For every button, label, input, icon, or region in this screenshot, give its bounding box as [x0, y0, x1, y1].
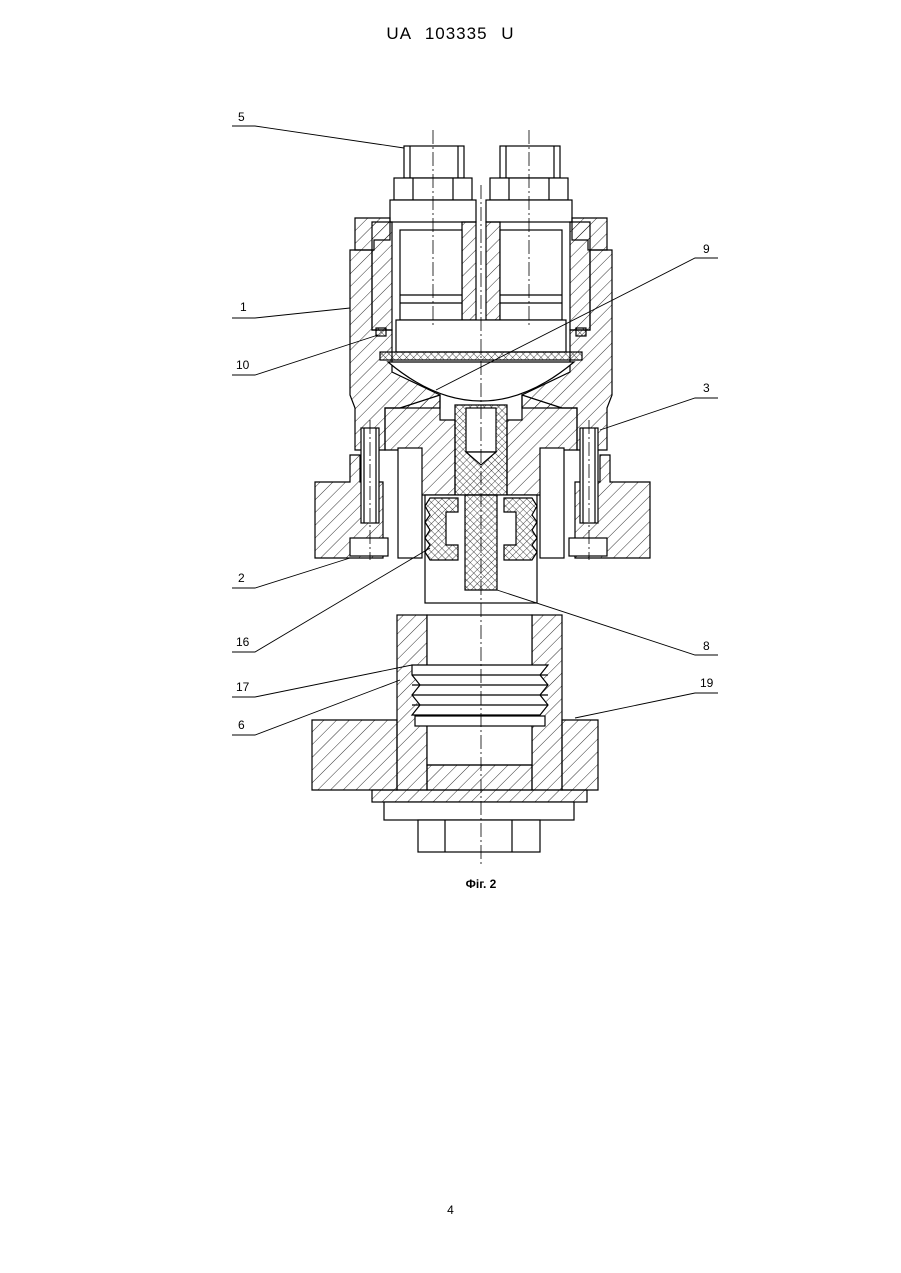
- label-16: 16: [236, 635, 250, 649]
- figure-caption: Фіг. 2: [466, 877, 497, 891]
- label-8: 8: [703, 639, 710, 653]
- label-9: 9: [703, 242, 710, 256]
- label-1: 1: [240, 300, 247, 314]
- sleeve-part-6: [397, 615, 562, 790]
- page-number: 4: [0, 1203, 901, 1217]
- label-17: 17: [236, 680, 250, 694]
- label-19: 19: [700, 676, 714, 690]
- label-6: 6: [238, 718, 245, 732]
- label-10: 10: [236, 358, 250, 372]
- label-2: 2: [238, 571, 245, 585]
- label-3: 3: [703, 381, 710, 395]
- label-5: 5: [238, 110, 245, 124]
